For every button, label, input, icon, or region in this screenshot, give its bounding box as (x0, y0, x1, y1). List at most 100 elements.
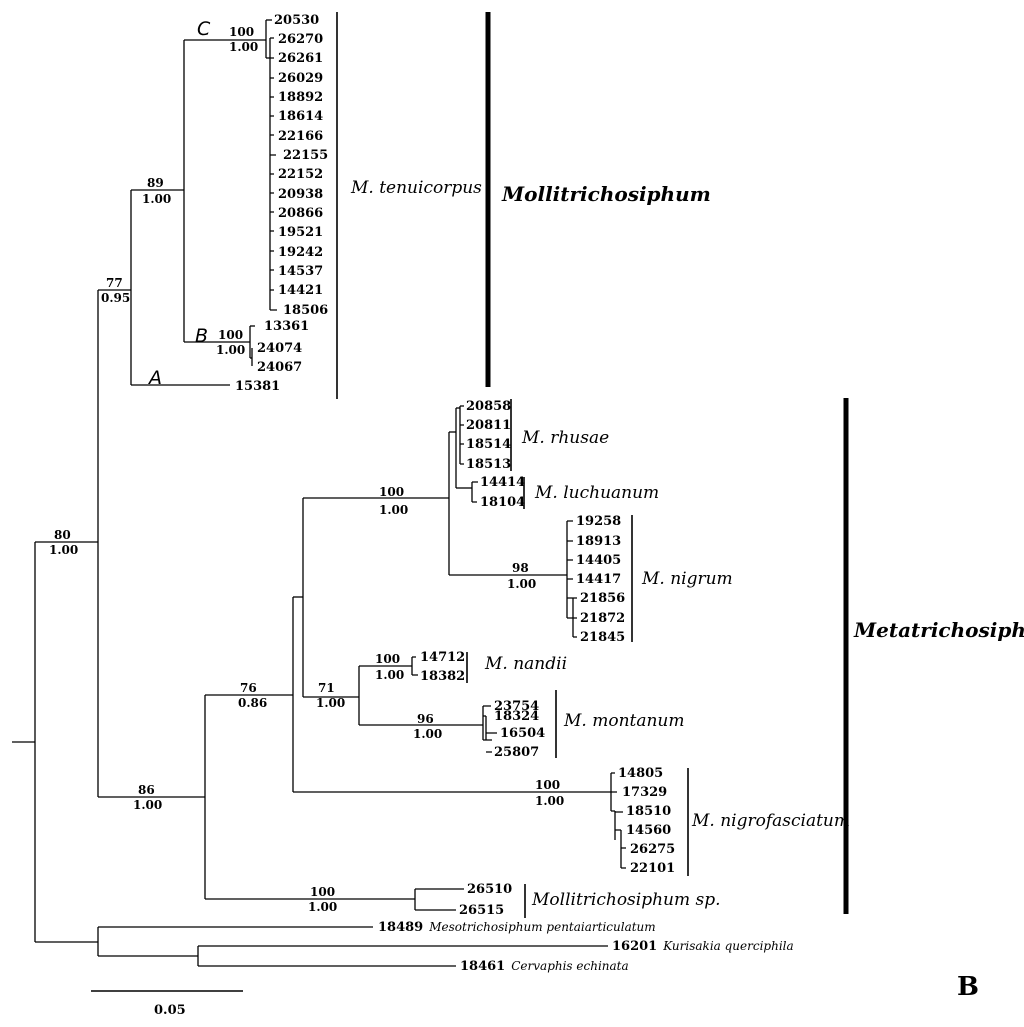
branch-nigrofasciatum-ticks (611, 772, 617, 812)
leaf-label: 13361 (264, 319, 309, 334)
support-top: 100 (375, 652, 400, 666)
support-bottom: 1.00 (133, 798, 162, 812)
leaf-label: 24067 (257, 360, 302, 375)
leaf-label: 18614 (278, 109, 323, 124)
branch-luchuanum-ticks (472, 481, 478, 503)
scale-bar-label: 0.05 (154, 1003, 186, 1018)
leaf-label: 26515 (459, 903, 504, 918)
support-bottom: 1.00 (507, 577, 536, 591)
leaf-label: 24074 (257, 341, 302, 356)
leaf-label: 22155 (283, 148, 328, 163)
species-label-montanum: M. montanum (563, 711, 685, 731)
leaf-label: 26275 (630, 842, 675, 857)
species-bars (336, 12, 689, 918)
leaf-label: 14405 (576, 553, 621, 568)
leaf-label: 18510 (626, 804, 671, 819)
support-bottom: 1.00 (142, 192, 171, 206)
leaf-label: 21856 (580, 591, 625, 606)
branch-nigrum-ticks (567, 520, 577, 619)
support-top: 71 (318, 681, 335, 695)
leaf-label: 20811 (466, 418, 511, 433)
support-top: 80 (54, 528, 71, 542)
leaf-label: 14417 (576, 572, 621, 587)
leaf-label: 16504 (500, 726, 545, 741)
species-label-sp: Mollitrichosiphum sp. (531, 890, 721, 910)
species-label-nigrofasciatum: M. nigrofasciatum (691, 811, 850, 831)
leaf-label: 17329 (622, 785, 667, 800)
species-label-luchuanum: M. luchuanum (534, 483, 659, 503)
support-bottom: 1.00 (316, 696, 345, 710)
species-label-rhusae: M. rhusae (521, 428, 609, 448)
leaf-label: 18514 (466, 437, 511, 452)
species-label-tenuicorpus: M. tenuicorpus (350, 178, 482, 198)
support-bottom: 1.00 (375, 668, 404, 682)
leaf-label: 19258 (576, 514, 621, 529)
branch-clade-c-ticks (270, 37, 277, 311)
support-bottom: 1.00 (216, 343, 245, 357)
leaf-label: 19521 (278, 225, 323, 240)
branch-rhusae-ticks (460, 405, 464, 465)
leaf-label: 25807 (494, 745, 539, 760)
leaf-label: 18104 (480, 495, 525, 510)
leaf-labels: 20530 26270 26261 26029 18892 18614 2216… (235, 13, 675, 918)
leaf-label: 14537 (278, 264, 323, 279)
support-top: 98 (512, 561, 529, 575)
support-bottom: 1.00 (308, 900, 337, 914)
leaf-label: 18892 (278, 90, 323, 105)
support-bottom: 1.00 (535, 794, 564, 808)
support-top: 100 (229, 25, 254, 39)
support-bottom: 0.95 (101, 291, 130, 305)
leaf-label: 14421 (278, 283, 323, 298)
leaf-label: 14712 (420, 650, 465, 665)
genus-label-mollitrichosiphum: Mollitrichosiphum (501, 182, 711, 206)
leaf-label: 26261 (278, 51, 323, 66)
species-names: M. tenuicorpus M. rhusae M. luchuanum M.… (350, 178, 850, 910)
support-top: 89 (147, 176, 164, 190)
leaf-label: 22152 (278, 167, 323, 182)
leaf-label: 14560 (626, 823, 671, 838)
leaf-label: 19242 (278, 245, 323, 260)
leaf-label: 18382 (420, 669, 465, 684)
clade-label-a: A (147, 367, 162, 389)
branch-nigrum-sub (572, 598, 577, 638)
clade-letters: C B A (147, 18, 211, 389)
leaf-label: 18513 (466, 457, 511, 472)
leaf-label: 26510 (467, 882, 512, 897)
support-top: 96 (417, 712, 434, 726)
tree-branches (12, 19, 626, 967)
leaf-label: 20858 (466, 399, 511, 414)
panel-label: B (957, 972, 979, 1002)
leaf-label: 22166 (278, 129, 323, 144)
clade-label-b: B (195, 325, 208, 347)
support-bottom: 1.00 (379, 503, 408, 517)
support-bottom: 1.00 (229, 40, 258, 54)
genus-groups: Mollitrichosiphum Metatrichosiphon (485, 12, 1024, 914)
leaf-label: 23754 (494, 699, 539, 714)
support-top: 100 (218, 328, 243, 342)
clade-label-c: C (197, 18, 211, 40)
branch-montanum-sub (483, 716, 497, 753)
support-top: 100 (535, 778, 560, 792)
leaf-label: 15381 (235, 379, 280, 394)
leaf-label: 21845 (580, 630, 625, 645)
scale-bar: 0.05 (91, 990, 243, 1018)
branch-nandii-ticks (412, 656, 418, 676)
genus-label-metatrichosiphon: Metatrichosiphon (853, 618, 1024, 642)
leaf-label: 22101 (630, 861, 675, 876)
branch-nigrofasciatum-sub (614, 811, 626, 869)
support-top: 86 (138, 783, 155, 797)
leaf-label: 14414 (480, 475, 525, 490)
leaf-label: 20938 (278, 187, 323, 202)
leaf-label: 21872 (580, 611, 625, 626)
support-top: 76 (240, 681, 257, 695)
support-bottom: 0.86 (238, 696, 267, 710)
support-values: 100 1.00 100 1.00 89 1.00 77 0.95 80 1.0… (49, 25, 564, 914)
support-bottom: 1.00 (413, 727, 442, 741)
support-top: 100 (310, 885, 335, 899)
support-top: 77 (106, 276, 123, 290)
